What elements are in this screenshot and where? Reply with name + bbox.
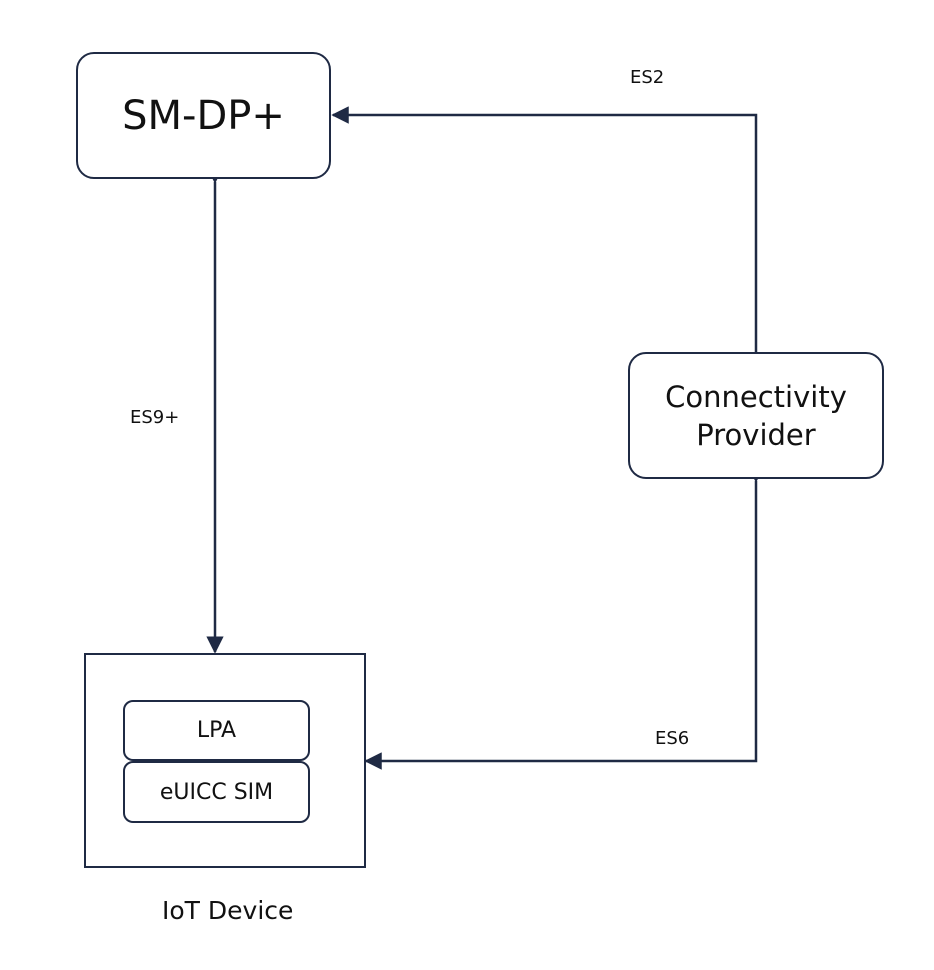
- es6-connector: [364, 465, 765, 770]
- iot-device-caption: IoT Device: [162, 896, 294, 925]
- lpa-label: LPA: [196, 718, 237, 743]
- es9-label: ES9+: [130, 407, 180, 428]
- es2-connector: [331, 106, 765, 368]
- connectivity-label-line2: Provider: [696, 417, 816, 452]
- connectivity-label-line1: Connectivity: [665, 379, 847, 414]
- es6-label: ES6: [655, 728, 690, 749]
- es2-label: ES2: [630, 67, 665, 88]
- smdp-node: SM-DP+: [76, 52, 331, 179]
- smdp-label: SM-DP+: [122, 92, 285, 139]
- lpa-box: LPA: [123, 700, 310, 761]
- euicc-sim-box: eUICC SIM: [123, 761, 310, 823]
- connectivity-provider-node: Connectivity Provider: [628, 352, 884, 479]
- euicc-sim-label: eUICC SIM: [159, 779, 274, 805]
